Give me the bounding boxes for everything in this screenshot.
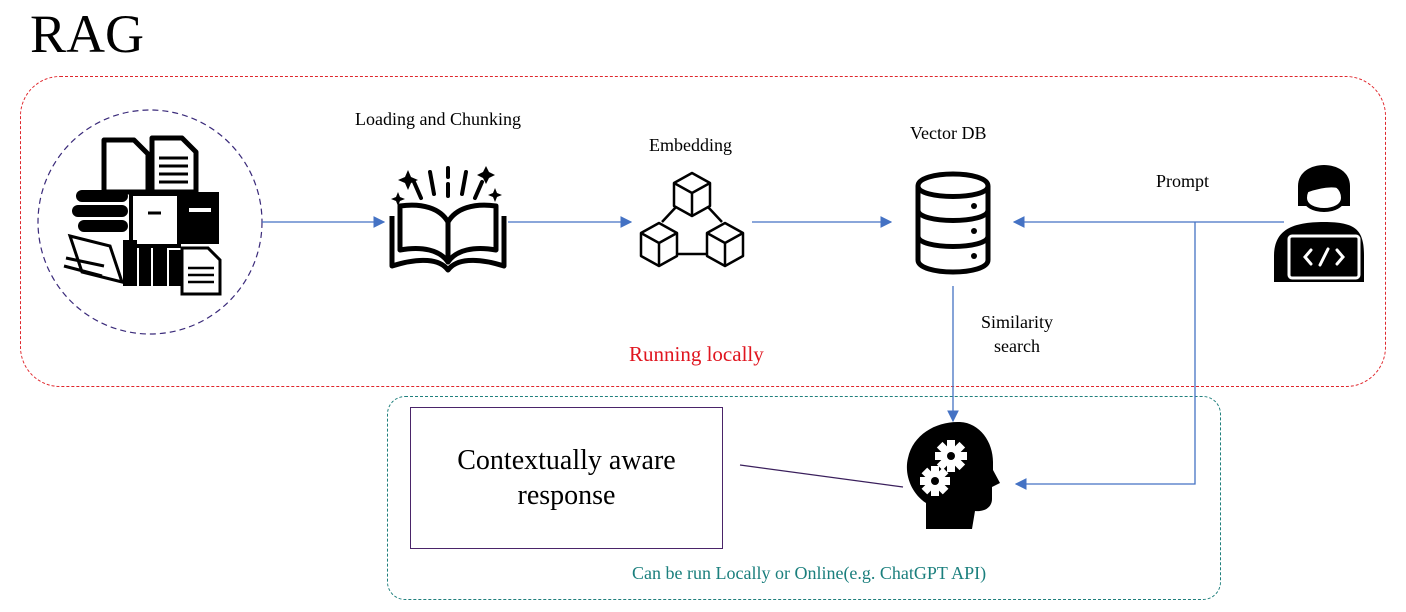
user-coder-icon <box>1274 165 1364 282</box>
document-collection-icon <box>37 109 263 335</box>
local-zone-boundary <box>20 76 1386 387</box>
similarity-label-line2: search <box>994 336 1040 356</box>
prompt-label: Prompt <box>1156 171 1210 191</box>
similarity-label-line1: Similarity <box>981 312 1053 332</box>
vector-db-icon <box>915 171 991 275</box>
arrow-prompt-to-llm <box>1014 222 1196 490</box>
local-zone-caption: Running locally <box>629 342 764 366</box>
diagram-title: RAG <box>30 4 145 64</box>
loading-chunking-label: Loading and Chunking <box>355 109 521 129</box>
response-box: Contextually aware response <box>410 407 723 549</box>
embedding-label: Embedding <box>649 135 732 155</box>
response-text: Contextually aware response <box>457 445 676 511</box>
vector-db-label: Vector DB <box>910 123 987 143</box>
similarity-search-label: Similarity search <box>970 311 1064 357</box>
llm-brain-icon <box>906 421 1000 529</box>
embedding-cubes-icon <box>639 171 745 268</box>
online-zone-caption: Can be run Locally or Online(e.g. ChatGP… <box>632 563 987 583</box>
open-book-icon <box>389 166 507 273</box>
connector-llm-to-response <box>739 464 904 488</box>
online-zone-boundary <box>387 396 1221 600</box>
